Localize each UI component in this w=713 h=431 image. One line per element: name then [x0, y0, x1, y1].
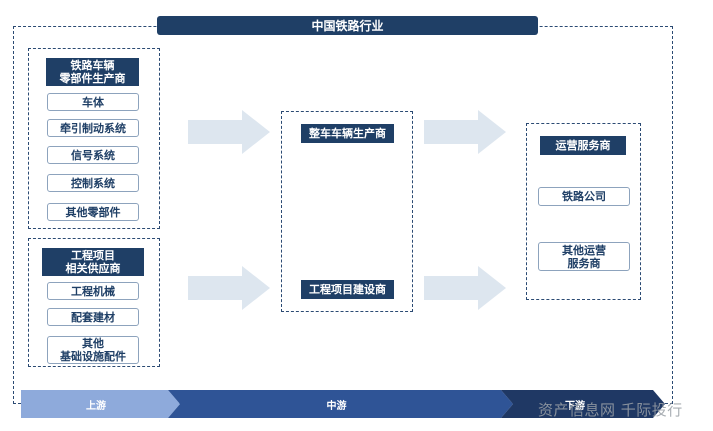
upstream-item-car-body: 车体 — [47, 93, 139, 111]
stage-segment-midstream — [168, 390, 513, 418]
arrow-upstream-to-midstream-top — [188, 110, 270, 154]
arrow-midstream-to-downstream-bottom — [424, 266, 506, 310]
upstream-item-other-parts: 其他零部件 — [47, 203, 139, 221]
stage-label-upstream: 上游 — [86, 400, 106, 412]
downstream-item-other-operators: 其他运营 服务商 — [538, 242, 630, 271]
upstream-group-1-header: 铁路车辆 零部件生产商 — [46, 58, 139, 86]
stage-bar — [21, 390, 665, 418]
upstream-item-infrastructure-parts: 其他 基础设施配件 — [47, 336, 139, 364]
stage-segment-downstream — [501, 390, 665, 418]
arrow-upstream-to-midstream-bottom — [188, 266, 270, 310]
upstream-item-control-system: 控制系统 — [47, 174, 139, 192]
upstream-item-engineering-machinery: 工程机械 — [47, 282, 139, 300]
upstream-item-traction-brake: 牵引制动系统 — [47, 119, 139, 137]
midstream-group — [281, 111, 413, 312]
midstream-project-builder: 工程项目建设商 — [301, 280, 394, 299]
stage-segment-upstream — [21, 390, 180, 418]
downstream-header: 运营服务商 — [540, 136, 626, 155]
upstream-group-2-header: 工程项目 相关供应商 — [42, 248, 144, 276]
watermark-text: 资产信息网 千际投行 — [538, 401, 683, 419]
upstream-item-building-materials: 配套建材 — [47, 308, 139, 326]
upstream-group-vehicle-parts — [28, 48, 160, 229]
diagram-title: 中国铁路行业 — [157, 16, 538, 35]
downstream-group — [526, 123, 641, 300]
stage-label-downstream: 下游 — [565, 400, 585, 412]
upstream-group-engineering-suppliers — [28, 238, 160, 367]
arrow-midstream-to-downstream-top — [424, 110, 506, 154]
upstream-item-signal-system: 信号系统 — [47, 146, 139, 164]
stage-label-midstream: 中游 — [326, 400, 347, 412]
midstream-vehicle-manufacturer: 整车车辆生产商 — [301, 124, 394, 143]
downstream-item-railway-company: 铁路公司 — [538, 187, 630, 206]
